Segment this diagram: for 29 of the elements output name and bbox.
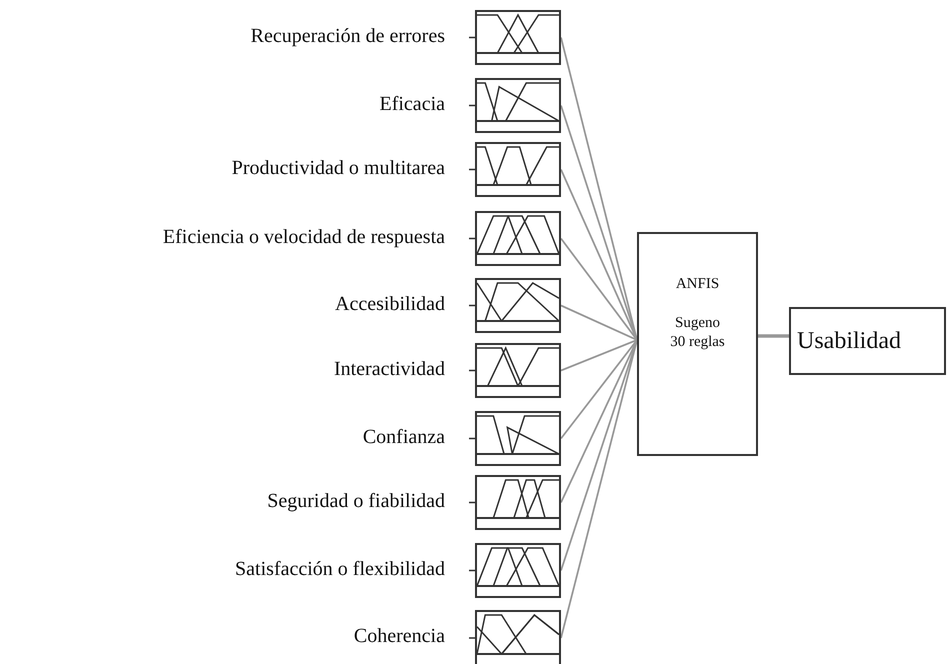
- input-label: Seguridad o fiabilidad: [267, 490, 445, 512]
- membership-function-box: [475, 543, 561, 598]
- connector-line: [560, 238, 638, 341]
- box-text: Sugeno: [674, 315, 721, 332]
- connector-line: [758, 334, 789, 338]
- input-label: Confianza: [362, 426, 445, 448]
- box-text: ANFIS: [674, 276, 720, 293]
- input-label: Coherencia: [354, 625, 445, 648]
- input-label: Satisfacción o flexibilidad: [235, 558, 445, 580]
- membership-function-box: [475, 142, 561, 197]
- membership-function-box: [475, 343, 561, 398]
- membership-function-box: [475, 411, 561, 466]
- membership-function-box: [475, 78, 561, 133]
- input-label: Accesibilidad: [335, 292, 445, 316]
- connector-line: [560, 339, 638, 372]
- connector-line: [560, 304, 638, 341]
- input-label: Interactividad: [334, 358, 445, 380]
- membership-function-box: [475, 211, 561, 266]
- membership-function-box: [475, 278, 561, 333]
- membership-function-box: [475, 475, 561, 530]
- input-label: Productividad o multitarea: [232, 156, 445, 180]
- membership-function-box: [475, 10, 561, 65]
- input-label: Eficiencia o velocidad de respuesta: [162, 226, 445, 248]
- input-label: Eficacia: [380, 92, 445, 116]
- output-label: Usabilidad: [797, 328, 901, 354]
- box-text: 30 reglas: [669, 334, 726, 351]
- membership-function-box: [475, 610, 561, 664]
- input-label: Recuperación de errores: [250, 24, 445, 48]
- connector-line: [560, 339, 638, 440]
